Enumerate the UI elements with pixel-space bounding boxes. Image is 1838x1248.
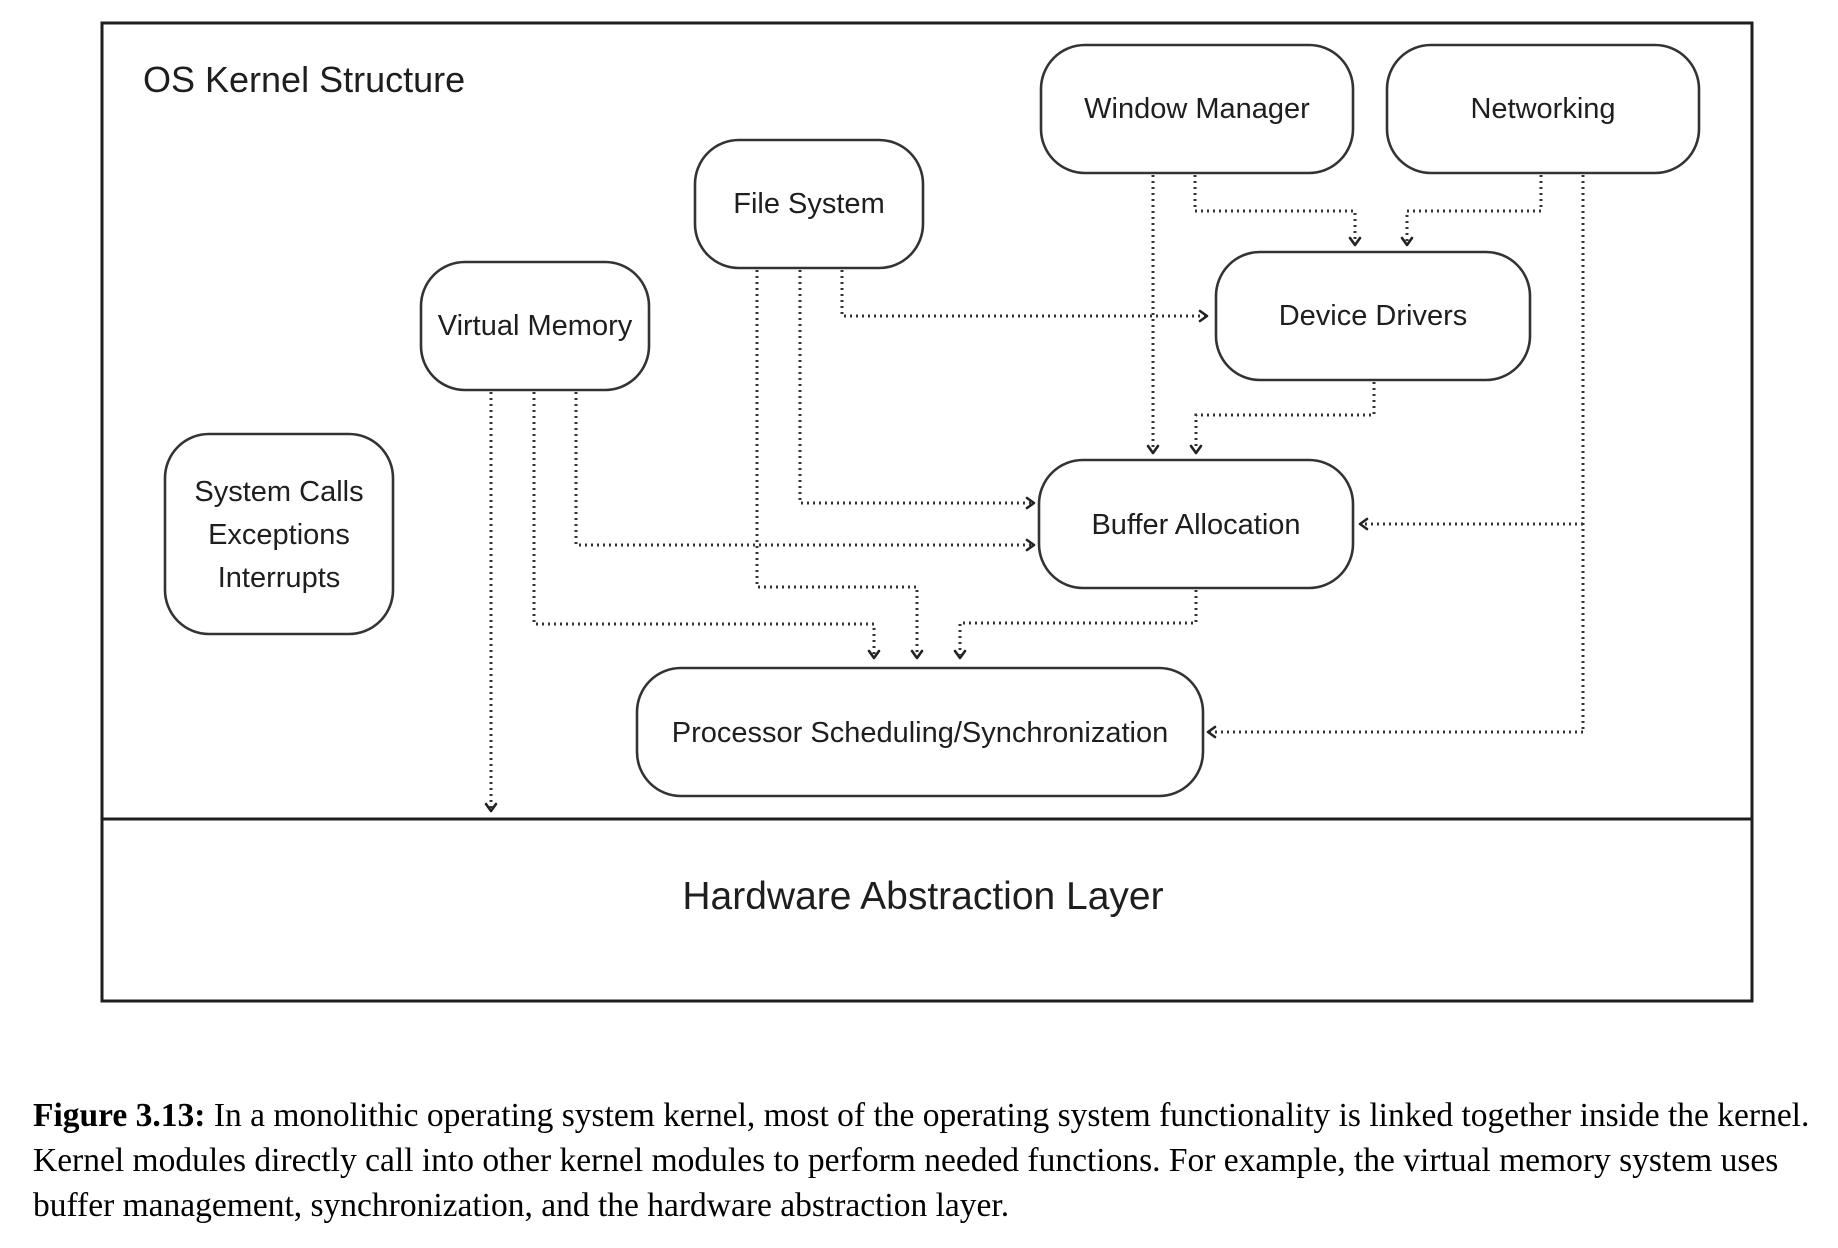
fs-to-buffer-connector <box>798 270 1032 505</box>
interrupts-label: Interrupts <box>218 562 341 594</box>
processor-scheduling-module: Processor Scheduling/Synchronization <box>635 666 1205 798</box>
file-system-label: File System <box>733 188 884 220</box>
fs-to-scheduler-connector <box>755 270 919 655</box>
figure-caption-text: In a monolithic operating system kernel,… <box>33 1097 1810 1224</box>
buffer-allocation-label: Buffer Allocation <box>1091 509 1300 541</box>
wm-to-drivers-connector <box>1193 175 1357 242</box>
arrow-down-icon <box>910 649 924 660</box>
arrow-down-icon <box>1400 236 1414 247</box>
vm-to-buffer-connector <box>574 392 1032 547</box>
buffer-allocation-module: Buffer Allocation <box>1037 458 1355 590</box>
device-drivers-label: Device Drivers <box>1279 300 1468 332</box>
networking-module: Networking <box>1385 43 1701 175</box>
exceptions-label: Exceptions <box>208 519 350 551</box>
figure-caption: Figure 3.13: In a monolithic operating s… <box>33 1093 1823 1228</box>
arrow-down-icon <box>867 649 881 660</box>
arrow-down-icon <box>953 649 967 660</box>
window-manager-label: Window Manager <box>1084 93 1310 125</box>
arrow-left-icon <box>1358 517 1369 531</box>
arrow-down-icon <box>1348 236 1362 247</box>
connectors <box>489 175 1585 808</box>
file-system-module: File System <box>693 138 925 270</box>
virtual-memory-module: Virtual Memory <box>419 260 651 392</box>
arrow-right-icon <box>1025 538 1036 552</box>
figure-label: Figure 3.13: <box>33 1097 206 1134</box>
drivers-to-buffer-connector <box>1194 382 1376 450</box>
arrow-left-icon <box>1206 725 1217 739</box>
window-manager-module: Window Manager <box>1039 43 1355 175</box>
fs-to-drivers-connector <box>840 270 1205 318</box>
arrow-right-icon <box>1198 309 1209 323</box>
virtual-memory-label: Virtual Memory <box>438 310 633 342</box>
hardware-abstraction-layer-label: Hardware Abstraction Layer <box>682 875 1163 918</box>
system-calls-label: System Calls <box>194 476 363 508</box>
processor-scheduling-label: Processor Scheduling/Synchronization <box>672 717 1169 749</box>
arrow-right-icon <box>1025 496 1036 510</box>
buffer-to-scheduler-connector <box>958 590 1198 655</box>
arrowheads <box>484 236 1414 813</box>
diagram-title: OS Kernel Structure <box>143 59 465 100</box>
networking-label: Networking <box>1470 93 1615 125</box>
arrow-down-icon <box>1189 444 1203 455</box>
arrow-down-icon <box>484 802 498 813</box>
device-drivers-module: Device Drivers <box>1214 250 1532 382</box>
net-to-drivers-connector <box>1405 175 1543 242</box>
system-calls-module: System Calls Exceptions Interrupts <box>163 432 395 636</box>
vm-to-scheduler-connector <box>532 392 876 655</box>
arrow-down-icon <box>1146 444 1160 455</box>
kernel-frame <box>100 21 1754 1003</box>
